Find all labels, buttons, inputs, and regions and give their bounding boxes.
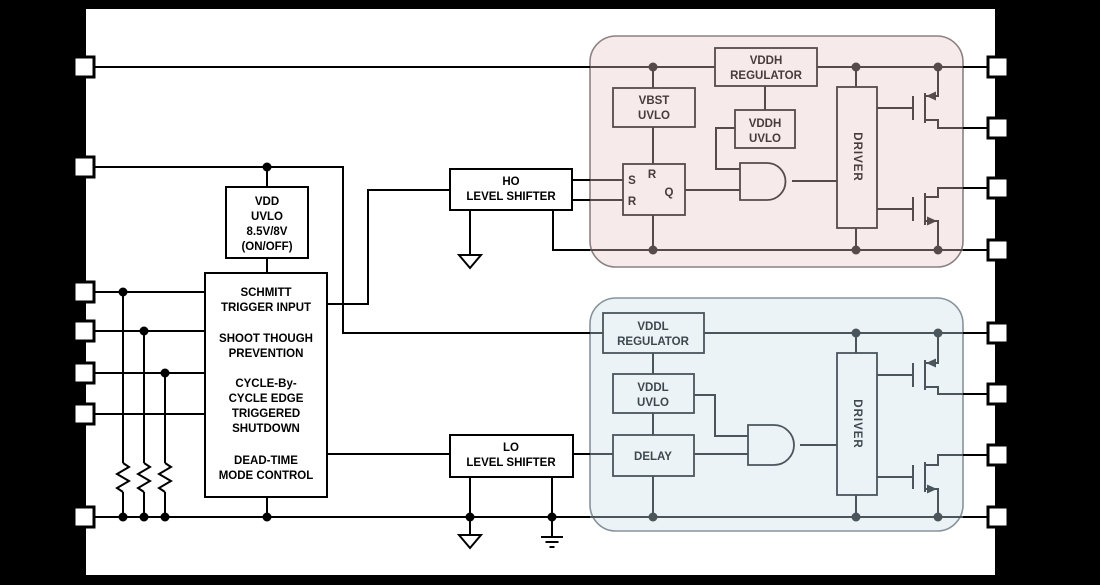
earth-ground-icon	[541, 536, 563, 548]
right-pins	[986, 55, 1010, 529]
high-side-driver-block: DRIVER	[836, 86, 878, 229]
vdd-uvlo-label-line2: UVLO	[251, 211, 283, 223]
vddl-uvlo-block: VDDL UVLO	[612, 373, 695, 414]
wiring	[95, 66, 988, 537]
pin	[986, 238, 1010, 262]
resistor-icon	[136, 462, 152, 493]
pin	[72, 155, 96, 179]
high-side-bottom-mosfet-icon	[912, 187, 963, 250]
vdd-uvlo-label-line4: (ON/OFF)	[241, 241, 292, 253]
vddh-uvlo-line2: UVLO	[749, 133, 781, 145]
pin	[72, 319, 96, 343]
ground-triangle-icon	[456, 534, 484, 550]
input-logic-block: SCHMITT TRIGGER INPUT SHOOT THOUGH PREVE…	[204, 272, 328, 498]
left-pins	[72, 55, 96, 529]
vddh-regulator-block: VDDH REGULATOR	[714, 47, 818, 87]
vddh-regulator-line1: VDDH	[750, 55, 783, 67]
ho-level-shifter-line2: LEVEL SHIFTER	[466, 191, 556, 203]
pin	[72, 280, 96, 304]
vbst-uvlo-line1: VBST	[639, 95, 670, 107]
pin	[986, 176, 1010, 200]
input-logic-line1: SCHMITT	[240, 287, 291, 299]
vdd-uvlo-label-line3: 8.5V/8V	[247, 226, 288, 238]
ho-level-shifter-block: HO LEVEL SHIFTER	[449, 168, 573, 211]
low-side-bottom-mosfet-icon	[912, 454, 963, 517]
pin	[72, 505, 96, 529]
input-logic-line3: SHOOT THOUGH	[219, 333, 313, 345]
pin	[986, 321, 1010, 345]
pulldown-resistors	[115, 462, 173, 493]
vddl-regulator-line2: REGULATOR	[617, 336, 689, 348]
input-logic-line5: CYCLE-By-	[235, 378, 297, 390]
high-side-driver-label: DRIVER	[851, 132, 863, 181]
ho-level-shifter-line1: HO	[502, 176, 519, 188]
ground-triangle-icon	[456, 254, 484, 270]
sr-latch-block: S R R Q	[622, 163, 686, 216]
vddl-regulator-block: VDDL REGULATOR	[602, 312, 705, 354]
pin	[72, 361, 96, 385]
pin	[72, 55, 96, 79]
sr-latch-q-label: Q	[665, 187, 674, 199]
sr-latch-r-bottom-label: R	[628, 196, 637, 208]
pin	[986, 443, 1010, 467]
vddl-regulator-line1: VDDL	[637, 321, 668, 333]
low-side-driver-block: DRIVER	[836, 352, 878, 496]
pin	[986, 116, 1010, 140]
low-side-and-gate-icon	[747, 424, 795, 466]
resistor-icon	[157, 462, 173, 493]
pin	[72, 402, 96, 426]
junction-dots	[118, 62, 943, 522]
vddl-uvlo-line2: UVLO	[637, 397, 669, 409]
input-logic-line4: PREVENTION	[229, 348, 304, 360]
pin	[986, 505, 1010, 529]
input-logic-line7: TRIGGERED	[232, 408, 300, 420]
lo-level-shifter-block: LO LEVEL SHIFTER	[449, 434, 574, 478]
pin	[986, 382, 1010, 406]
vddh-regulator-line2: REGULATOR	[730, 70, 802, 82]
pin	[986, 55, 1010, 79]
low-side-driver-label: DRIVER	[851, 399, 863, 448]
input-logic-line6: CYCLE EDGE	[229, 393, 304, 405]
delay-label: DELAY	[634, 451, 672, 463]
delay-block: DELAY	[612, 434, 695, 477]
input-logic-line8: SHUTDOWN	[232, 423, 300, 435]
high-side-and-gate-icon	[739, 162, 787, 201]
low-side-top-mosfet-icon	[912, 333, 963, 395]
vdd-uvlo-block: VDD UVLO 8.5V/8V (ON/OFF)	[225, 186, 309, 259]
vbst-uvlo-block: VBST UVLO	[612, 87, 696, 128]
input-logic-line10: MODE CONTROL	[219, 470, 314, 482]
lo-level-shifter-line1: LO	[503, 442, 519, 454]
sr-latch-s-label: S	[628, 175, 636, 187]
input-logic-line9: DEAD-TIME	[234, 455, 298, 467]
vddh-uvlo-line1: VDDH	[749, 118, 782, 130]
vddh-uvlo-block: VDDH UVLO	[734, 109, 796, 149]
lo-level-shifter-line2: LEVEL SHIFTER	[466, 457, 556, 469]
high-side-top-mosfet-icon	[912, 67, 963, 129]
sr-latch-r-top-label: R	[648, 169, 657, 181]
vbst-uvlo-line2: UVLO	[638, 110, 670, 122]
vdd-uvlo-label-line1: VDD	[255, 196, 279, 208]
vddl-uvlo-line1: VDDL	[637, 382, 668, 394]
input-logic-line2: TRIGGER INPUT	[221, 302, 311, 314]
resistor-icon	[115, 462, 131, 493]
